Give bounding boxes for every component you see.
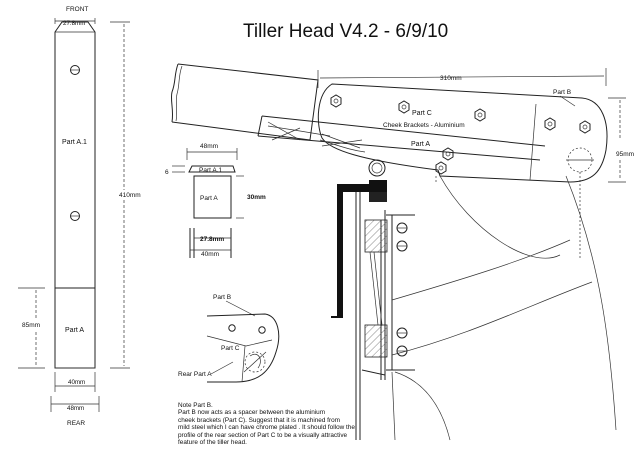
part-a-main-label: Part A xyxy=(411,141,430,148)
section-part-a1-label: Part A.1 xyxy=(199,167,223,174)
small-part-c-label: Part C xyxy=(221,345,240,352)
part-c-label: Part C xyxy=(412,110,432,117)
top-width-dim: 27.8mm xyxy=(63,20,85,27)
section-height-dim: 30mm xyxy=(247,194,266,201)
transom-bolt-2-icon xyxy=(396,240,408,252)
transom-bolt-3-icon xyxy=(396,327,408,339)
section-thickness-dim: 6 xyxy=(165,169,169,176)
part-a-lower-label: Part A xyxy=(65,327,84,334)
main-height-dim: 95mm xyxy=(616,151,634,158)
note-line-5: feature of the tiller head. xyxy=(178,439,247,447)
height-total-dim: 410mm xyxy=(119,192,141,199)
small-part-b-label: Part B xyxy=(213,294,231,301)
bolt-7-icon xyxy=(435,161,447,175)
rear-part-a-label: Rear Part A xyxy=(178,371,212,378)
note-line-3: mild steel which I can have chrome plate… xyxy=(178,424,355,432)
note-line-2: cheek brackets (Part C). Suggest that it… xyxy=(178,416,340,424)
drawing-title: Tiller Head V4.2 - 6/9/10 xyxy=(243,21,448,42)
hole-lower-icon xyxy=(70,211,80,221)
left-elevation: FRONT 27.8mm Part A.1 Part A 410mm xyxy=(18,6,141,427)
main-length-dim: 310mm xyxy=(440,75,462,82)
note-heading: Note Part B. xyxy=(178,402,213,409)
bolt-1-icon xyxy=(330,94,342,108)
width-base-dim: 48mm xyxy=(67,405,84,412)
hole-upper-icon xyxy=(70,65,80,75)
note-line-1: Part B now acts as a spacer between the … xyxy=(178,409,326,417)
small-bolt-2-icon xyxy=(258,326,266,334)
shackle-ring-icon xyxy=(368,159,386,177)
note-part-b: Note Part B. Part B now acts as a spacer… xyxy=(178,402,478,446)
section-part-a-label: Part A xyxy=(200,195,218,202)
small-view: Part B Part C Rear Part A xyxy=(178,294,280,383)
section-width-top-dim: 48mm xyxy=(200,143,218,150)
transom-bolt-4-icon xyxy=(396,345,408,357)
bolt-4-icon xyxy=(544,117,556,131)
part-a1-label: Part A.1 xyxy=(62,139,87,146)
main-assembly: 310mm Part C Cheek Brackets - Aluminium … xyxy=(170,63,634,441)
section-inner-width-dim: 27.8mm xyxy=(200,236,224,243)
small-bolt-1-icon xyxy=(228,324,236,332)
section-outer-width-dim: 40mm xyxy=(201,251,219,258)
cheek-brackets-label: Cheek Brackets - Aluminium xyxy=(383,122,465,129)
bolt-6-icon xyxy=(442,147,454,161)
bolt-3-icon xyxy=(474,108,486,122)
part-b-main-label: Part B xyxy=(553,89,571,96)
section-detail: 48mm Part A.1 6 Part A 30mm 27.8mm 40mm xyxy=(165,143,266,258)
bolt-2-icon xyxy=(398,100,410,114)
width-lower-dim: 40mm xyxy=(68,379,85,386)
rear-label: REAR xyxy=(67,420,85,427)
bolt-5-icon xyxy=(579,120,591,134)
transom-bolt-1-icon xyxy=(396,222,408,234)
front-label: FRONT xyxy=(66,6,88,13)
height-lower-dim: 85mm xyxy=(22,322,40,329)
note-line-4: profile of the rear section of Part C to… xyxy=(178,431,348,439)
